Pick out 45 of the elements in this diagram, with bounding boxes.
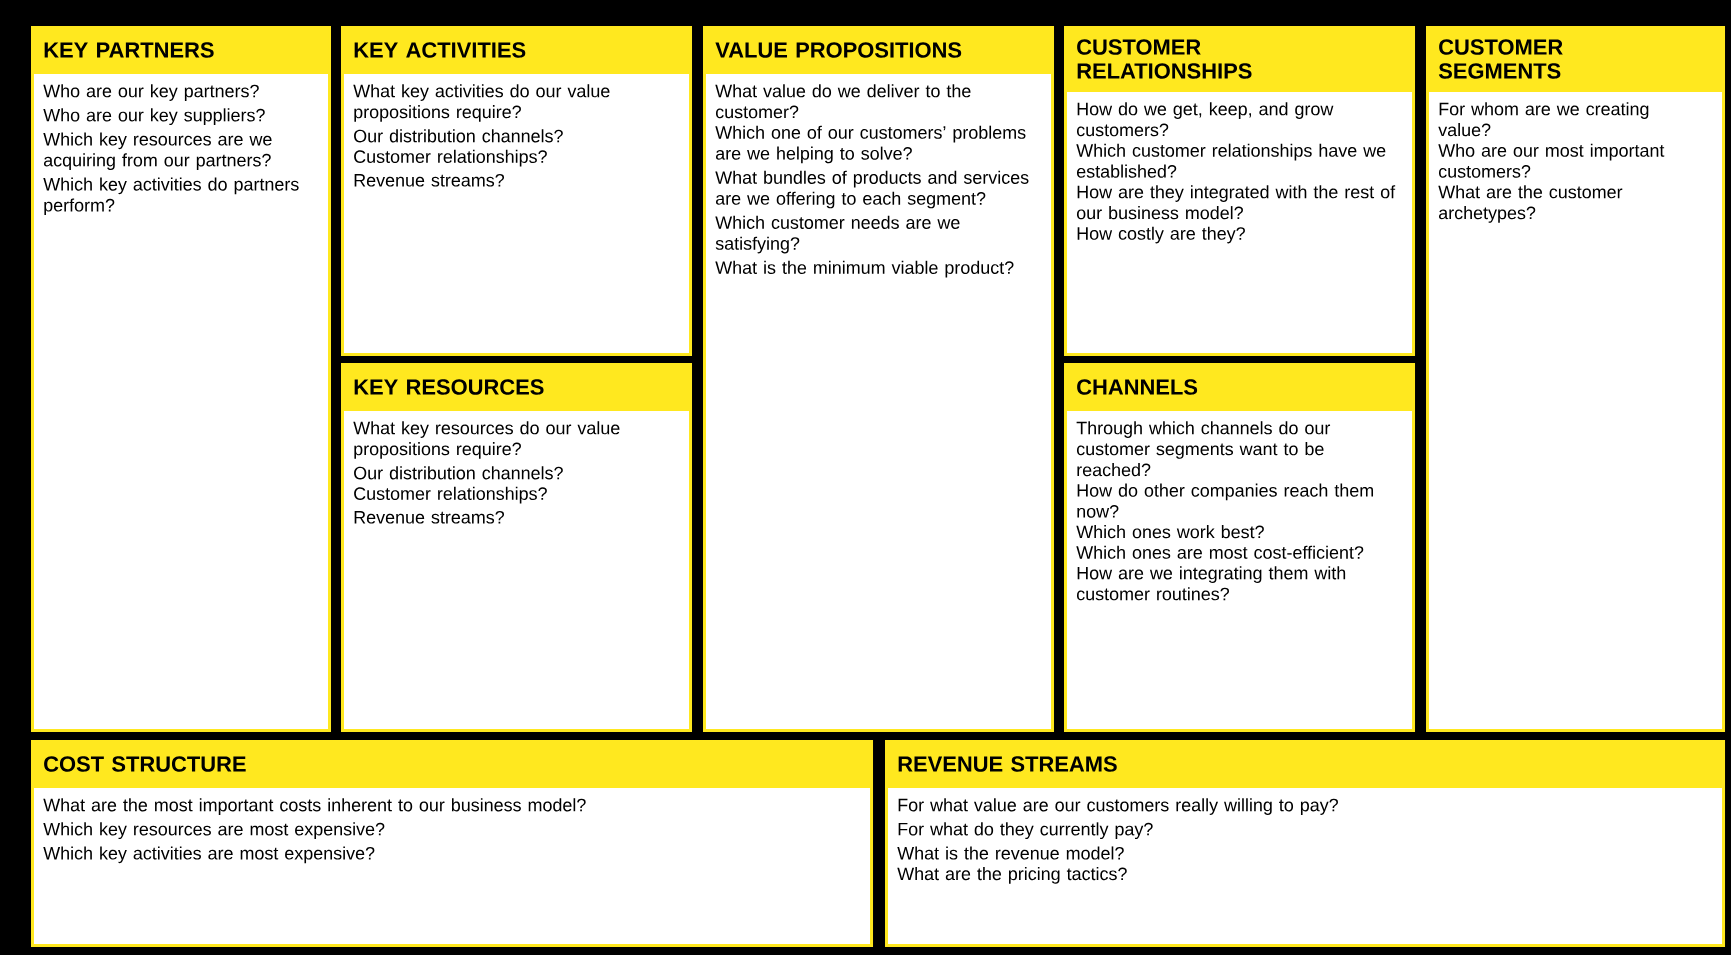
question-text: What key resources do our value propositions require? — [353, 421, 620, 459]
question-text: For whom are we creating value? — [1438, 102, 1649, 137]
section-header: COST STRUCTURE — [31, 740, 870, 788]
question-text: Our distribution channels? — [354, 466, 563, 480]
question-text: What value do we deliver to the customer? — [715, 84, 971, 119]
question-text: How are we integrating them with customer routines? — [1077, 566, 1346, 601]
question-text: Which customer needs are we satisfying? — [715, 215, 960, 254]
question-text: What are the most important costs inherent to our business model? — [43, 798, 586, 815]
question-text: Which ones are most cost-efficient? — [1076, 545, 1364, 559]
section-header: VALUE PROPOSITIONS — [703, 26, 1051, 74]
question-text: Which key resources are most expensive? — [43, 822, 385, 840]
question-text: Who are our key partners? — [43, 84, 259, 101]
question-text: Which one of our customers’ problems are we helping to solve? — [715, 125, 1026, 164]
section-header: KEY ACTIVITIES — [341, 26, 689, 74]
question-text: How do other companies reach them now? — [1077, 483, 1373, 518]
question-text: What is the minimum viable product? — [715, 260, 1014, 278]
question-text: Which key activities are most expensive? — [43, 846, 375, 864]
section-header: CUSTOMER SEGMENTS — [1426, 26, 1722, 92]
question-text: For what value are our customers really willing to pay? — [898, 798, 1338, 815]
question-text: Which ones work best? — [1076, 525, 1264, 539]
question-text: How are they integrated with the rest of our business model? — [1076, 185, 1396, 220]
question-text: Revenue streams? — [354, 173, 505, 187]
question-text: What is the revenue model? — [897, 846, 1124, 860]
question-text: What are the customer archetypes? — [1438, 185, 1623, 223]
question-text: For what do they currently pay? — [898, 822, 1153, 840]
question-text: Which key activities do partners perform? — [43, 177, 299, 216]
question-text: Who are our key suppliers? — [43, 108, 265, 126]
question-text: How costly are they? — [1077, 226, 1245, 244]
question-text: Customer relationships? — [354, 149, 547, 167]
question-text: Customer relationships? — [354, 486, 547, 504]
question-text: What bundles of products and services are we offering to each segment? — [715, 170, 1029, 209]
question-text: Which key resources are we acquiring from our partners? — [43, 132, 272, 171]
question-text: What are the pricing tactics? — [897, 867, 1127, 884]
section-header: CHANNELS — [1064, 363, 1412, 411]
question-text: Which customer relationships have we established? — [1076, 143, 1386, 178]
question-text: Who are our most important customers? — [1438, 143, 1665, 178]
section-header: REVENUE STREAMS — [885, 740, 1722, 788]
section-header: KEY RESOURCES — [341, 363, 689, 411]
question-text: How do we get, keep, and grow customers? — [1077, 102, 1334, 137]
section-header: KEY PARTNERS — [31, 26, 328, 74]
question-text: What key activities do our value propositions require? — [353, 84, 610, 122]
section-header: CUSTOMER RELATIONSHIPS — [1064, 26, 1412, 92]
question-text: Our distribution channels? — [354, 129, 563, 143]
question-text: Revenue streams? — [354, 510, 505, 524]
question-text: Through which channels do our customer segments want to be reached? — [1076, 421, 1331, 477]
